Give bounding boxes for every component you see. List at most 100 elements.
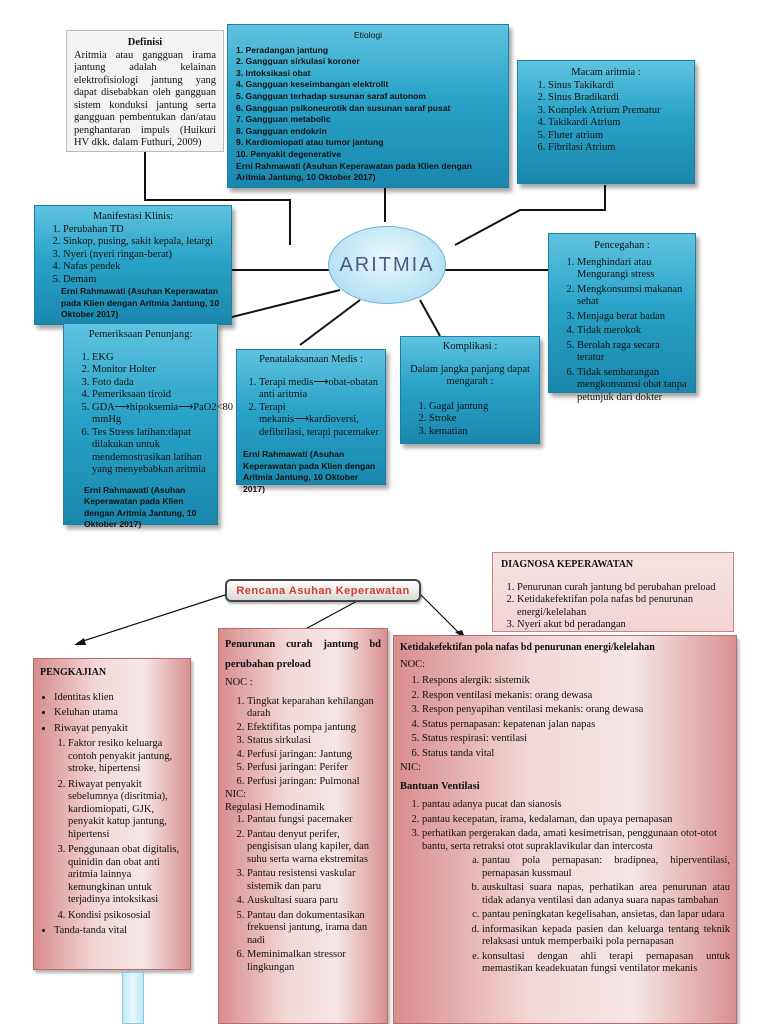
etiologi-list-item: 3. Intoksikasi obat [236,67,311,78]
etiologi-list-item: 7. Gangguan metabolic [236,114,331,125]
pemeriksaan-source: Erni Rahmawati (Asuhan Keperawatan pada … [84,484,197,530]
ketidak-noc-item: Respons alergik: sistemik [422,675,730,688]
pengkajian-top-item: Identitas klien [54,692,184,705]
penatalaksanaan-title: Penatalaksanaan Medis : [259,354,363,365]
definisi-title: Definisi [127,37,163,48]
ketidak-alpha-item: pantau pola pernapasan: bradipnea, hiper… [482,855,730,880]
ketidak-noc-list: Respons alergik: sistemikRespon ventilas… [400,675,730,760]
penurunan-nic-item: Auskultasi suara paru [247,895,381,908]
manifestasi-title: Manifestasi Klinis: [92,211,174,222]
pengkajian-top-list: Identitas klienKeluhan utamaRiwayat peny… [40,692,184,736]
pemeriksaan-list-item: Pemeriksaan tiroid [92,389,211,402]
ketidak-box: Ketidakefektifan pola nafas bd penurunan… [393,635,737,1024]
line-definisi [144,150,291,245]
penurunan-noc-item: Perfusi jaringan: Pulmonal [247,776,381,789]
pengkajian-sub-item: Penggunaan obat digitalis, quinidin dan … [68,844,184,907]
ketidak-nic-item: pantau kecepatan, irama, kedalaman, dan … [422,814,730,827]
line-penatalaksanaan [299,299,361,346]
pencegahan-list-item: Mengkonsumsi makanan sehat [577,284,689,309]
macam-title: Macam aritmia : [571,67,641,78]
penurunan-title: Penurunan curah jantung bd perubahan pre… [225,639,381,670]
manifestasi-list-item: Nafas pendek [63,261,225,274]
pencegahan-list-item: Tidak sembarangan mengkonsumsi obat tanp… [577,367,689,405]
penurunan-noc-item: Efektifitas pompa jantung [247,722,381,735]
pengkajian-sub-item: Kondisi psikososial [68,910,184,923]
pemeriksaan-box: Pemeriksaan Penunjang: EKGMonitor Holter… [63,323,233,529]
pengkajian-connector [122,972,144,1024]
ketidak-noc-item: Status respirasi: ventilasi [422,733,730,746]
diagnosa-list-item: Nyeri akut bd peradangan [517,619,725,632]
etiologi-source: Erni Rahmawati (Asuhan Keperawatan pada … [236,160,472,183]
pemeriksaan-list-item: GDA⟶hipoksemia⟶PaO2<80 mmHg [92,402,233,427]
macam-list-item: Sinus Bradikardi [548,92,686,105]
penatalaksanaan-box: Penatalaksanaan Medis : Terapi medis⟶oba… [236,349,386,494]
komplikasi-list-item: Gagal jantung [429,401,533,414]
macam-list-item: Fibrilasi Atrium [548,142,686,155]
rencana-banner: Rencana Asuhan Keperawatan [225,579,421,602]
komplikasi-list-item: Stroke [429,413,533,426]
pemeriksaan-list-item: EKG [92,352,211,365]
ketidak-title: Ketidakefektifan pola nafas bd penurunan… [400,642,655,653]
macam-list-item: Komplek Atrium Prematur [548,105,686,118]
pencegahan-list-item: Menjaga berat badan [577,311,689,324]
komplikasi-list: Gagal jantungStrokekematian [407,401,533,439]
manifestasi-list: Perubahan TDSinkop, pusing, sakit kepala… [41,224,225,287]
pemeriksaan-list-item: Tes Stress latihan:dapat dilakukan untuk… [92,427,211,477]
penurunan-noc-item: Perfusi jaringan: Jantung [247,749,381,762]
penatalaksanaan-list-item: Terapi medis⟶obat-obatan anti aritmia [259,377,379,402]
manifestasi-list-item: Sinkop, pusing, sakit kepala, letargi [63,236,225,249]
penurunan-nic-item: Pantau resistensi vaskular sistemik dan … [247,868,381,893]
ketidak-noc-item: Respon ventilasi mekanis: orang dewasa [422,690,730,703]
etiologi-list-item: 6. Gangguan psikoneurotik dan susunan sa… [236,102,451,113]
line-macam [454,185,606,246]
pencegahan-list-item: Tidak merokok [577,325,689,338]
manifestasi-list-item: Demam [63,274,225,287]
ketidak-alpha-item: auskultasi suara napas, perhatikan area … [482,882,730,907]
aritmia-ellipse: ARITMIA [328,226,446,304]
etiologi-list-item: 9. Kardiomiopati atau tumor jantung [236,137,384,148]
penurunan-nic-list: Pantau fungsi pacemakerPantau denyut per… [225,814,381,974]
pengkajian-sub-item: Riwayat penyakit sebelumnya (disritmia),… [68,779,184,842]
etiologi-list-item: 8. Gangguan endokrin [236,125,327,136]
ketidak-nic-sub: Bantuan Ventilasi [400,780,480,792]
penurunan-nic-item: Pantau fungsi pacemaker [247,814,381,827]
line-rencana-ketidak [419,593,461,635]
pengkajian-bottom-list: Tanda-tanda vital [40,925,184,938]
penurunan-box: Penurunan curah jantung bd perubahan pre… [218,628,388,1024]
macam-list-item: Fluter atrium [548,130,686,143]
center-title: ARITMIA [339,253,435,276]
pemeriksaan-title: Pemeriksaan Penunjang: [88,329,193,340]
manifestasi-box: Manifestasi Klinis: Perubahan TDSinkop, … [34,205,232,325]
ketidak-alpha-list: pantau pola pernapasan: bradipnea, hiper… [400,855,730,976]
penurunan-nic-item: Pantau denyut perifer, pengisisan ulang … [247,829,381,867]
diagnosa-list-item: Penurunan curah jantung bd perubahan pre… [517,582,725,595]
pencegahan-list: Menghindari atau Mengurangi stressMengko… [555,257,689,405]
penurunan-nic-item: Meminimalkan stressor lingkungan [247,949,381,974]
pengkajian-title: PENGKAJIAN [40,667,107,678]
komplikasi-list-item: kematian [429,426,533,439]
pencegahan-box: Pencegahan : Menghindari atau Mengurangi… [548,233,696,403]
pemeriksaan-list-item: Monitor Holter [92,364,211,377]
pencegahan-list-item: Berolah raga secara teratur [577,340,689,365]
ketidak-alpha-item: pantau peningkatan kegelisahan, ansietas… [482,909,730,922]
pencegahan-list-item: Menghindari atau Mengurangi stress [577,257,689,282]
manifestasi-list-item: Perubahan TD [63,224,225,237]
ketidak-alpha-item: konsultasi dengan ahli terapi pernapasan… [482,951,730,976]
pengkajian-sub-list: Faktor resiko keluarga contoh penyakit j… [40,738,184,922]
penurunan-nic-label: NIC: [225,789,246,800]
pengkajian-bottom-item: Tanda-tanda vital [54,925,184,938]
definisi-text: Aritmia atau gangguan irama jantung adal… [74,49,216,149]
manifestasi-source: Erni Rahmawati (Asuhan Keperawatan pada … [61,286,220,319]
penurunan-noc-label: NOC : [225,677,253,688]
diagnosa-box: DIAGNOSA KEPERAWATAN Penurunan curah jan… [492,552,734,632]
penatalaksanaan-source: Erni Rahmawati (Asuhan Keperawatan pada … [243,449,376,494]
penurunan-noc-item: Tingkat keparahan kehilangan darah [247,696,381,721]
pemeriksaan-list-item: Foto dada [92,377,211,390]
penatalaksanaan-list-item: Terapi mekanis⟶kardioversi, defibrilasi,… [259,402,379,440]
pengkajian-top-item: Keluhan utama [54,707,184,720]
etiologi-list-item: 2. Gangguan sirkulasi koroner [236,56,360,67]
penurunan-noc-item: Status sirkulasi [247,735,381,748]
ketidak-nic-list: pantau adanya pucat dan sianosispantau k… [400,799,730,853]
etiologi-list-item: 1. Peradangan jantung [236,44,329,55]
